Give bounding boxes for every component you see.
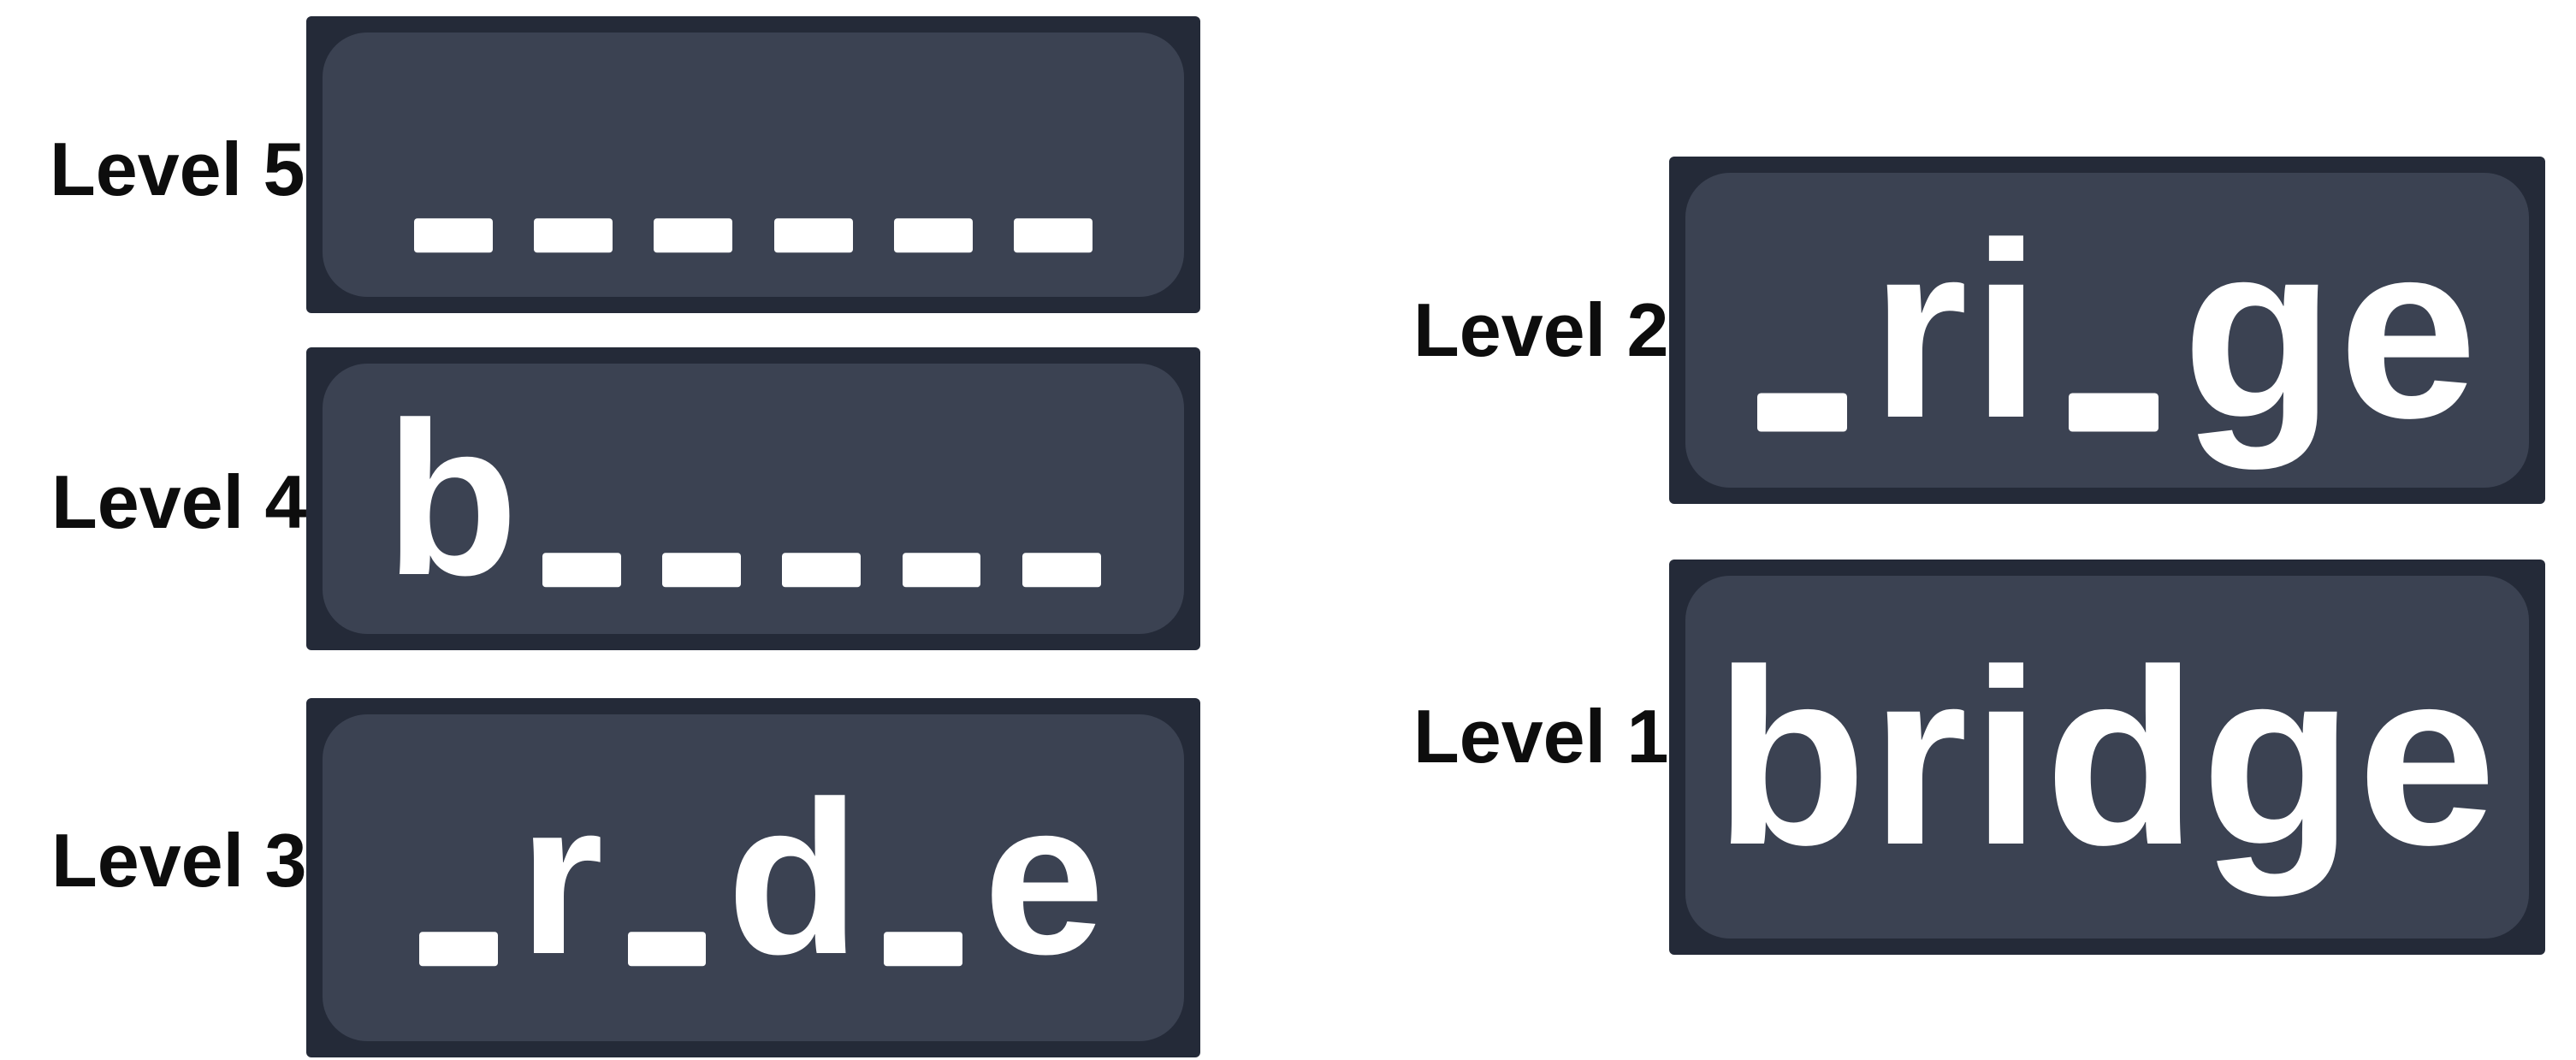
letter: e (2357, 618, 2501, 897)
level-2-label: Level 2 (1413, 287, 1669, 372)
letter-blank (1022, 553, 1101, 587)
letter: b (385, 376, 522, 621)
level-5-word-card[interactable] (306, 16, 1200, 313)
letter: e (2338, 191, 2482, 470)
level-4-masked-word: b (385, 390, 1122, 608)
level-5-masked-word (394, 56, 1113, 274)
letter: d (2045, 618, 2201, 897)
level-1-masked-word: bridge (1714, 632, 2501, 882)
letter-blank (662, 553, 741, 587)
letter-blank (782, 553, 862, 587)
letter: r (1870, 191, 1972, 470)
letter-blank (542, 553, 621, 587)
level-4-word-card-inner: b (323, 364, 1184, 634)
letter-blank (773, 218, 853, 253)
level-1-word-card[interactable]: bridge (1669, 560, 2545, 955)
letter-blank (654, 218, 733, 253)
letter-blank (902, 553, 981, 587)
letter: g (2200, 618, 2358, 897)
letter-blank (1014, 218, 1093, 253)
letter: i (1971, 618, 2045, 897)
letter-blank (1756, 393, 1847, 432)
letter-blank (893, 218, 973, 253)
letter: i (1971, 191, 2045, 470)
level-1-word-card-inner: bridge (1685, 576, 2529, 939)
letter-blank (2068, 393, 2159, 432)
letter: e (983, 755, 1108, 1000)
letter-blank (627, 932, 707, 966)
level-5-word-card-inner (323, 33, 1184, 297)
letter-blank (414, 218, 493, 253)
level-1-label: Level 1 (1413, 694, 1669, 779)
letter-blank (534, 218, 613, 253)
letter-blank (419, 932, 498, 966)
letter: d (726, 755, 864, 1000)
letter: r (518, 755, 607, 1000)
level-4-label: Level 4 (51, 459, 307, 544)
letter: r (1870, 618, 1972, 897)
level-3-label: Level 3 (51, 818, 307, 903)
level-5-label: Level 5 (50, 127, 305, 211)
letter: b (1714, 618, 1871, 897)
letter-blank (884, 932, 963, 966)
level-4-word-card[interactable]: b (306, 347, 1200, 650)
letter: g (2182, 191, 2339, 470)
